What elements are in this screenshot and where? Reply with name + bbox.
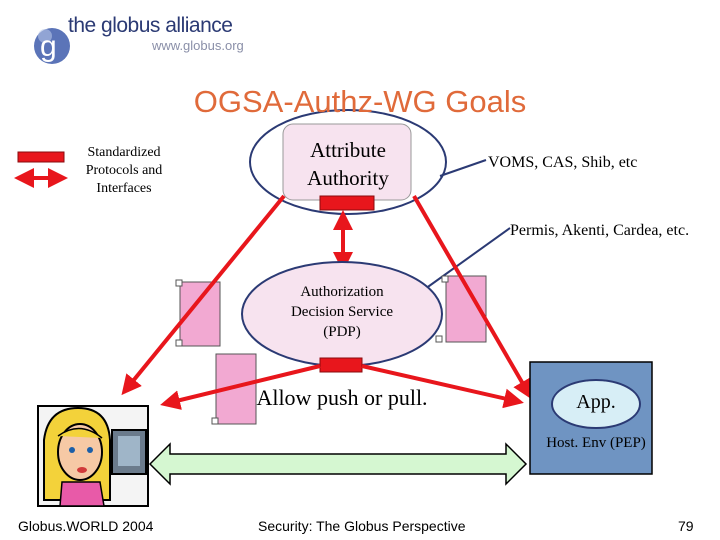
svg-text:g: g bbox=[40, 30, 57, 63]
slide-title: OGSA-Authz-WG Goals bbox=[193, 84, 527, 119]
voms-annotation: VOMS, CAS, Shib, etc bbox=[488, 154, 638, 171]
aa-to-user-arrow bbox=[121, 194, 286, 396]
logo-text: the globus alliance bbox=[68, 14, 233, 37]
permis-annotation: Permis, Akenti, Cardea, etc. bbox=[510, 222, 690, 239]
attribute-authority-label: Attribute Authority bbox=[307, 138, 389, 190]
push-pull-green-arrow bbox=[148, 442, 528, 486]
app-label: App. bbox=[576, 391, 616, 413]
footer-event: Globus.WORLD 2004 bbox=[18, 518, 154, 534]
pdp-label: Authorization Decision Service (PDP) bbox=[290, 284, 394, 340]
attribute-authority-port bbox=[319, 195, 375, 211]
logo-url: www.globus.org bbox=[152, 38, 244, 53]
page-number: 79 bbox=[678, 518, 694, 534]
globus-logo-icon: g bbox=[34, 28, 70, 64]
aa-to-app-arrow bbox=[412, 194, 533, 400]
pdp-to-app-arrow bbox=[361, 364, 524, 409]
push-pull-label: Allow push or pull. bbox=[256, 385, 428, 410]
legend-label: Standardized Protocols and Interfaces bbox=[85, 145, 163, 196]
voms-callout-line bbox=[439, 159, 487, 177]
pdp-to-user-arrow bbox=[160, 364, 321, 410]
policy-scroll-left bbox=[175, 279, 221, 347]
permis-callout-line bbox=[417, 227, 511, 295]
pdp-port bbox=[319, 357, 363, 373]
legend-protocol-bar bbox=[17, 151, 65, 163]
footer-subtitle: Security: The Globus Perspective bbox=[258, 518, 466, 534]
host-env-label: Host. Env (PEP) bbox=[546, 435, 646, 451]
app-ellipse bbox=[551, 379, 641, 429]
user-illustration bbox=[37, 405, 149, 507]
